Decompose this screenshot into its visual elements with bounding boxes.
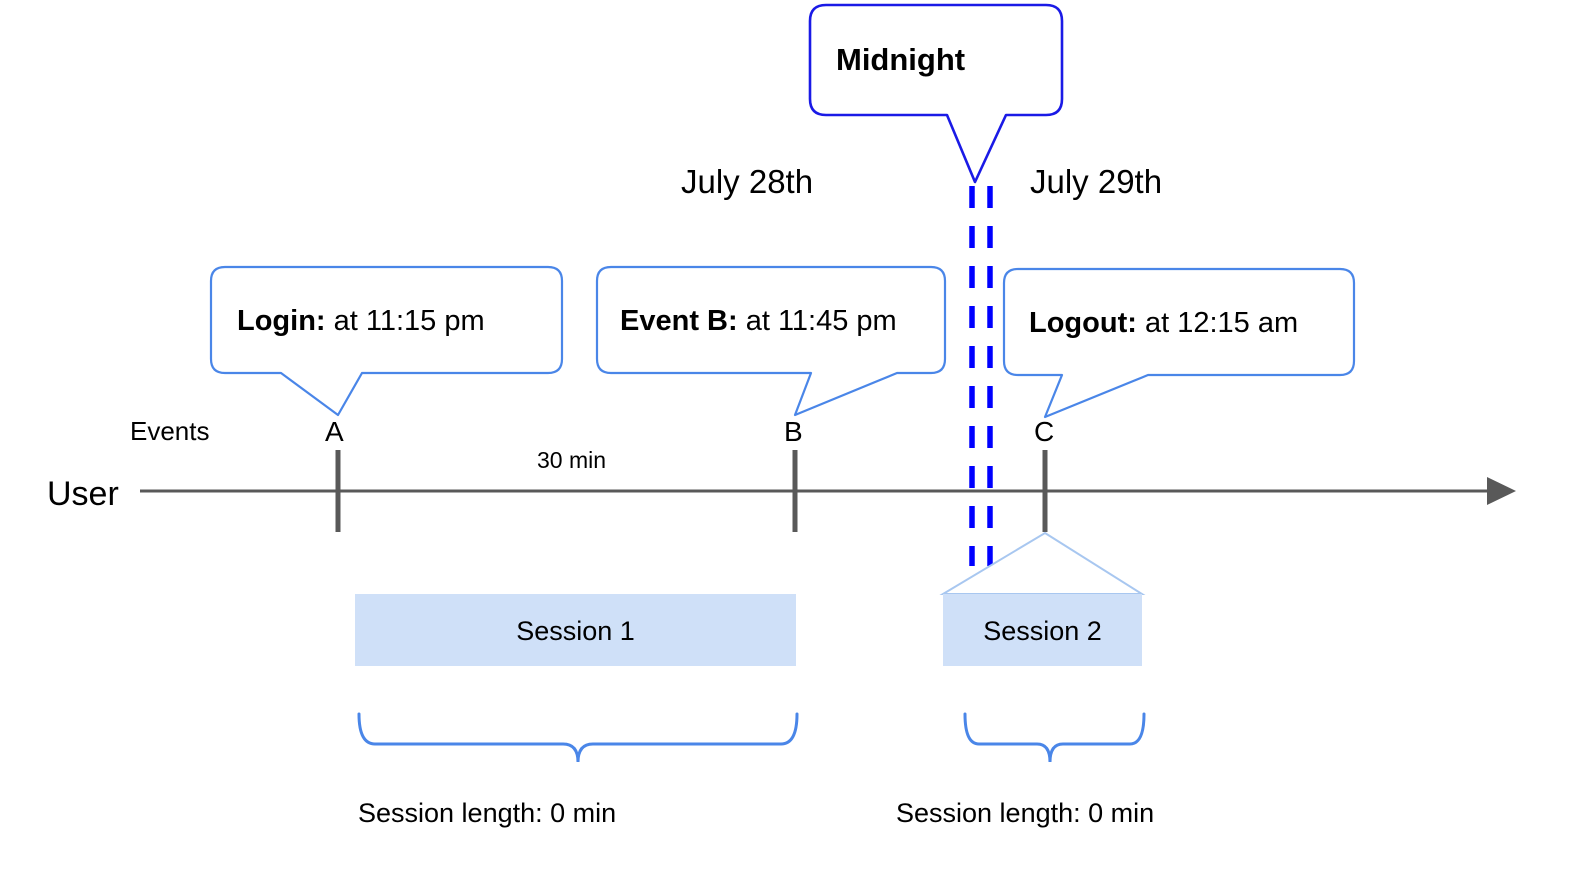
interval-label-30min: 30 min (537, 447, 607, 473)
session-2-brace (963, 712, 1146, 763)
date-label-july-28: July 28th (681, 163, 814, 200)
logout-callout-shape (1002, 267, 1356, 419)
event-marker-a-label: A (325, 416, 344, 447)
user-row-label: User (47, 475, 119, 513)
event-b-callout-rest: at 11:45 pm (737, 305, 897, 337)
session-1-length-label: Session length: 0 min (358, 798, 617, 828)
event-marker-b-label: B (784, 416, 803, 447)
event-marker-c-label: C (1034, 416, 1055, 447)
session-1-label: Session 1 (516, 616, 635, 646)
event-b-callout-bold: Event B: (620, 305, 738, 337)
login-callout-shape (209, 265, 564, 417)
session-2-label: Session 2 (983, 616, 1102, 646)
login-callout-text: Login: at 11:15 pm (237, 307, 485, 336)
events-row-label: Events (130, 416, 210, 446)
session-2-length-label: Session length: 0 min (896, 798, 1155, 828)
session-1-brace (357, 712, 799, 763)
session-2-block (943, 594, 1142, 666)
session-1-block (355, 594, 796, 666)
login-callout-bold: Login: (237, 305, 326, 337)
event-b-callout-shape (595, 265, 947, 417)
logout-callout-rest: at 12:15 am (1136, 307, 1299, 339)
midnight-label: Midnight (836, 42, 966, 77)
midnight-callout-shape (808, 3, 1064, 184)
timeline-arrowhead (1487, 477, 1516, 505)
logout-callout-text: Logout: at 12:15 am (1029, 309, 1298, 338)
event-b-callout-text: Event B: at 11:45 pm (620, 307, 897, 336)
login-callout-rest: at 11:15 pm (325, 305, 485, 337)
logout-callout-bold: Logout: (1029, 307, 1137, 339)
date-label-july-29: July 29th (1030, 163, 1163, 200)
